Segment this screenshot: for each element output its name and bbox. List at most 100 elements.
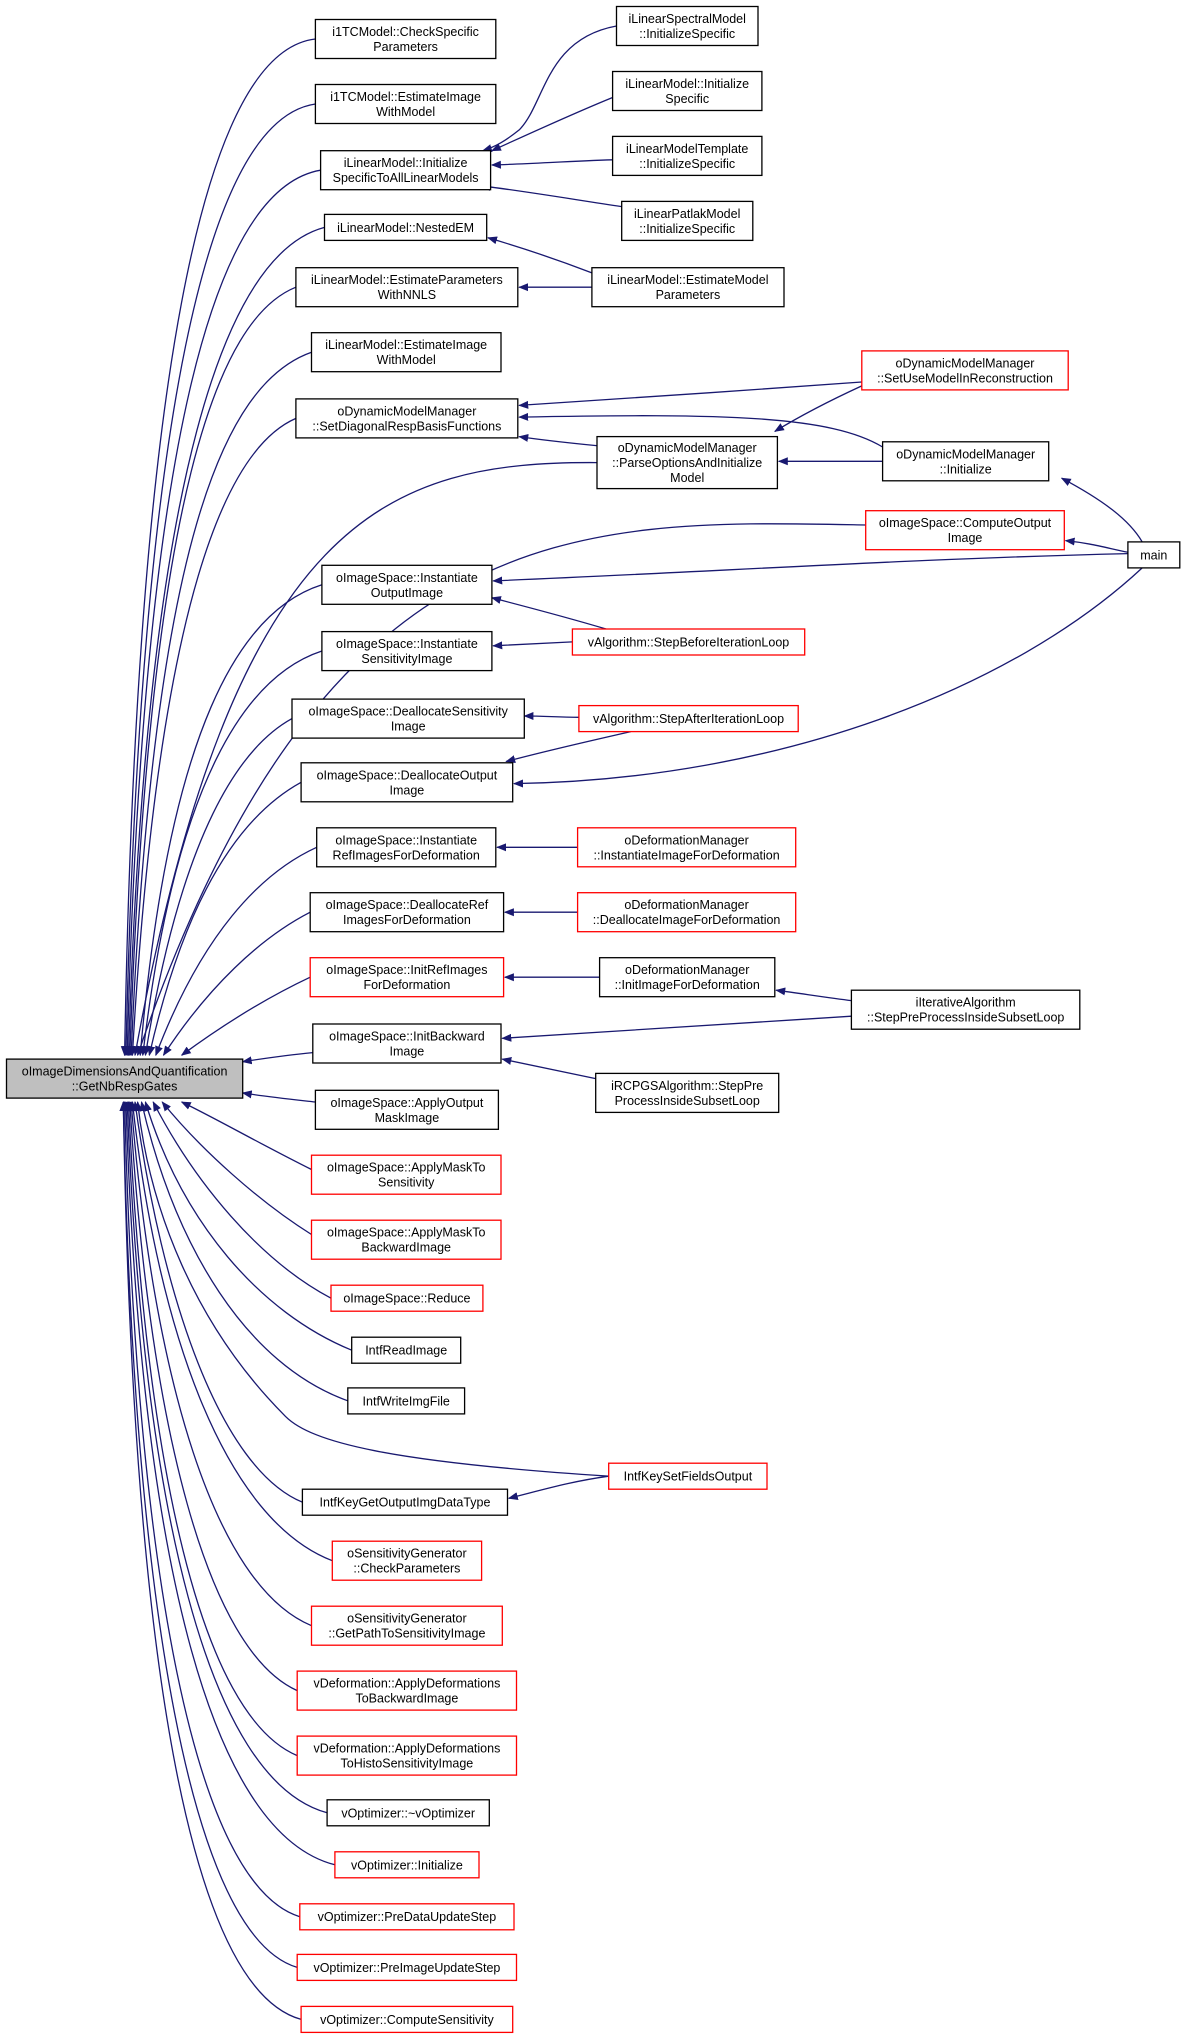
- node-vopt-predata[interactable]: vOptimizer::PreDataUpdateStep: [299, 1903, 515, 1931]
- edge-is_init_bwd-to-root: [241, 1051, 313, 1065]
- node-box: [319, 150, 492, 191]
- edge-line: [518, 433, 598, 447]
- edge-line: [501, 1057, 596, 1080]
- edge-is_dealloc_ref-to-root: [162, 911, 311, 1057]
- node-box: [296, 1953, 518, 1982]
- node-is-dealloc-ref[interactable]: oImageSpace::DeallocateRefImagesForDefor…: [309, 892, 505, 933]
- node-vopt-preimg[interactable]: vOptimizer::PreImageUpdateStep: [296, 1953, 518, 1982]
- node-label-line: vOptimizer::PreDataUpdateStep: [318, 1910, 497, 1924]
- edge-vdef_histo-to-root: [124, 1101, 298, 1757]
- edge-main-to-is_inst_out: [492, 552, 1128, 585]
- node-label-line: Sensitivity: [378, 1176, 435, 1190]
- node-label-line: ::GetPathToSensitivityImage: [328, 1627, 485, 1641]
- node-label-line: OutputImage: [371, 586, 443, 600]
- node-dmm-init[interactable]: oDynamicModelManager::Initialize: [881, 441, 1050, 482]
- edge-vopt_predata-to-root: [120, 1101, 300, 1918]
- node-sg-check[interactable]: oSensitivityGenerator::CheckParameters: [331, 1540, 483, 1581]
- edge-line: [487, 236, 593, 274]
- edge-line: [492, 641, 573, 650]
- edge-is_dealloc_sens-to-root: [142, 718, 293, 1057]
- node-ilmt-init[interactable]: iLinearModelTemplate::InitializeSpecific: [611, 135, 763, 177]
- node-vopt-init[interactable]: vOptimizer::Initialize: [334, 1851, 480, 1879]
- edges-layer: [119, 25, 1143, 2021]
- edge-line: [490, 159, 613, 169]
- node-box: [312, 1023, 502, 1064]
- node-label-line: Specific: [665, 92, 709, 106]
- edge-ilm_estparams-to-lin_nested: [487, 236, 593, 274]
- node-box: [310, 1219, 502, 1260]
- node-label-line: BackwardImage: [361, 1241, 451, 1255]
- node-label-line: ImagesForDeformation: [343, 913, 471, 927]
- node-box: [591, 267, 785, 308]
- node-vopt-compsens[interactable]: vOptimizer::ComputeSensitivity: [300, 2005, 514, 2034]
- edge-line: [1060, 477, 1143, 543]
- node-is-reduce[interactable]: oImageSpace::Reduce: [330, 1284, 484, 1312]
- node-vopt-dtor[interactable]: vOptimizer::~vOptimizer: [326, 1799, 490, 1827]
- edge-line: [480, 182, 622, 208]
- node-label-line: oSensitivityGenerator: [347, 1547, 467, 1561]
- node-rcpgs-step[interactable]: iRCPGSAlgorithm::StepPreProcessInsideSub…: [595, 1072, 780, 1114]
- node-label-line: iIterativeAlgorithm: [916, 996, 1016, 1010]
- edge-line: [142, 718, 293, 1057]
- node-intf-read[interactable]: IntfReadImage: [351, 1336, 462, 1364]
- node-label-line: WithModel: [376, 105, 435, 119]
- node-main[interactable]: main: [1127, 541, 1181, 569]
- node-valg-after[interactable]: vAlgorithm::StepAfterIterationLoop: [578, 704, 799, 733]
- edge-line: [128, 417, 297, 1057]
- node-is-inst-ref[interactable]: oImageSpace::InstantiateRefImagesForDefo…: [316, 827, 497, 868]
- node-valg-before[interactable]: vAlgorithm::StepBeforeIterationLoop: [571, 628, 806, 656]
- node-label-line: ::SetDiagonalRespBasisFunctions: [312, 419, 501, 433]
- node-dmm-setdiag[interactable]: oDynamicModelManager::SetDiagonalRespBas…: [295, 398, 519, 439]
- node-label-line: iRCPGSAlgorithm::StepPre: [611, 1079, 763, 1093]
- node-vdef-bwd[interactable]: vDeformation::ApplyDeformationsToBackwar…: [296, 1670, 518, 1711]
- node-vdef-histo[interactable]: vDeformation::ApplyDeformationsToHistoSe…: [296, 1735, 518, 1776]
- edge-vopt_compsens-to-root: [119, 1101, 302, 2021]
- node-box: [314, 18, 497, 60]
- node-box: [571, 628, 806, 656]
- node-ilsm-init[interactable]: iLinearSpectralModel::InitializeSpecific: [615, 5, 759, 47]
- edge-main-to-is_compute_out: [1064, 537, 1129, 553]
- node-label-line: oImageSpace::DeallocateRef: [326, 898, 489, 912]
- edge-is_inst_out-to-root: [136, 584, 323, 1057]
- node-intf-write[interactable]: IntfWriteImgFile: [347, 1387, 466, 1415]
- node-label-line: oImageSpace::DeallocateOutput: [317, 768, 498, 782]
- edge-line: [152, 1101, 332, 1299]
- node-sg-getpath[interactable]: oSensitivityGenerator::GetPathToSensitiv…: [310, 1605, 503, 1646]
- node-label-line: iLinearModel::EstimateParameters: [311, 273, 503, 287]
- node-lin-nested[interactable]: iLinearModel::NestedEM: [323, 213, 488, 242]
- node-lin-init-all[interactable]: iLinearModel::InitializeSpecificToAllLin…: [319, 150, 492, 191]
- node-odm-inst[interactable]: oDeformationManager::InstantiateImageFor…: [576, 827, 797, 868]
- node-label-line: ::StepPreProcessInsideSubsetLoop: [867, 1011, 1064, 1025]
- node-box: [296, 1735, 518, 1776]
- edge-line: [155, 846, 317, 1057]
- node-box: [861, 350, 1069, 391]
- node-label-line: ToHistoSensitivityImage: [341, 1757, 474, 1771]
- node-odm-dealloc[interactable]: oDeformationManager::DeallocateImageForD…: [576, 892, 797, 933]
- node-label-line: IntfReadImage: [365, 1344, 447, 1358]
- node-ilm-init[interactable]: iLinearModel::InitializeSpecific: [611, 70, 763, 112]
- node-dmm-setuse[interactable]: oDynamicModelManager::SetUseModelInRecon…: [861, 350, 1069, 391]
- node-odm-init[interactable]: oDeformationManager::InitImageForDeforma…: [598, 957, 776, 998]
- node-iter-step[interactable]: iIterativeAlgorithm::StepPreProcessInsid…: [850, 989, 1081, 1030]
- node-ilpm-init[interactable]: iLinearPatlakModel::InitializeSpecific: [621, 200, 754, 242]
- node-intf-key-get[interactable]: IntfKeyGetOutputImgDataType: [301, 1488, 509, 1516]
- node-label-line: oDynamicModelManager: [896, 356, 1035, 370]
- node-label-line: oImageSpace::Instantiate: [336, 571, 478, 585]
- node-intf-key-set[interactable]: IntfKeySetFieldsOutput: [608, 1462, 768, 1490]
- node-dmm-parse[interactable]: oDynamicModelManager::ParseOptionsAndIni…: [596, 435, 779, 490]
